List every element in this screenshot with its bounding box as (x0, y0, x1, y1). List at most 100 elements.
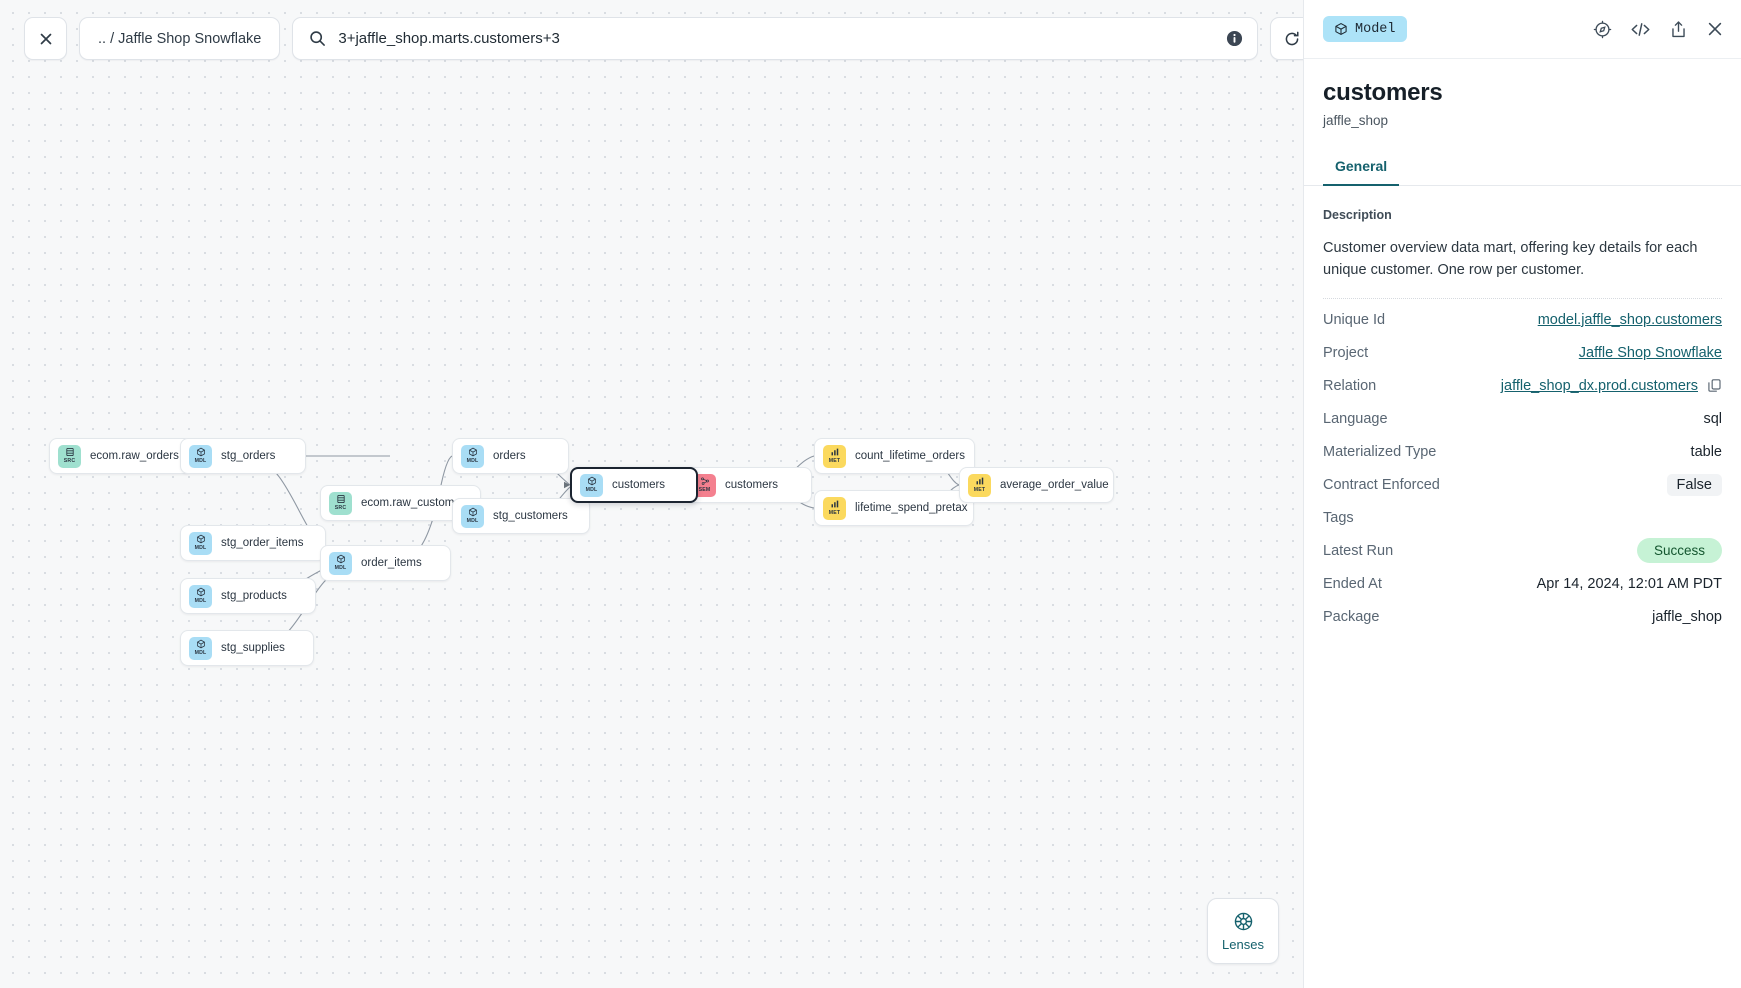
search-info-button[interactable] (1226, 30, 1243, 47)
property-link[interactable]: jaffle_shop_dx.prod.customers (1500, 377, 1698, 394)
panel-subtitle: jaffle_shop (1323, 113, 1389, 128)
lineage-node-customers_model[interactable]: MDL customers (570, 467, 698, 503)
property-value-wrap: jaffle_shop (1652, 609, 1722, 625)
property-key: Contract Enforced (1323, 476, 1440, 493)
panel-actions (1593, 20, 1724, 39)
lineage-node-label: average_order_value (1000, 479, 1109, 491)
src-badge-icon: SRC (329, 491, 352, 515)
lineage-node-customers_semantic[interactable]: SEM customers (684, 467, 812, 503)
breadcrumb[interactable]: .. / Jaffle Shop Snowflake (79, 17, 281, 60)
property-row: Contract Enforced False (1323, 468, 1722, 501)
lineage-node-average_order_value[interactable]: MET average_order_value (959, 467, 1114, 503)
property-row: Project Jaffle Shop Snowflake (1323, 336, 1722, 369)
share-icon[interactable] (1669, 20, 1688, 39)
src-badge-icon: SRC (58, 444, 81, 468)
aperture-icon (1234, 912, 1252, 930)
lineage-node-label: order_items (361, 557, 422, 569)
mdl-badge-icon: MDL (329, 551, 352, 575)
explore-icon[interactable] (1593, 20, 1612, 39)
property-value-wrap: False (1666, 473, 1722, 496)
search-input[interactable] (338, 30, 1215, 47)
property-key: Ended At (1323, 575, 1382, 592)
panel-body: Description Customer overview data mart,… (1304, 186, 1741, 633)
cube-icon (1335, 23, 1347, 35)
property-key: Tags (1323, 509, 1354, 526)
property-row: Unique Id model.jaffle_shop.customers (1323, 303, 1722, 336)
lineage-node-label: stg_customers (493, 510, 568, 522)
close-lineage-button[interactable] (24, 17, 67, 60)
panel-toolbar: Model (1304, 0, 1741, 59)
lineage-node-label: stg_orders (221, 450, 276, 462)
node-type-badge[interactable]: Model (1323, 16, 1407, 42)
property-value-wrap: sql (1703, 411, 1722, 427)
lineage-node-label: count_lifetime_orders (855, 450, 965, 462)
property-value-wrap: Jaffle Shop Snowflake (1579, 345, 1722, 361)
lineage-node-label: stg_order_items (221, 537, 304, 549)
description-label: Description (1323, 208, 1392, 222)
property-value-wrap: Apr 14, 2024, 12:01 AM PDT (1537, 576, 1722, 592)
lineage-node-label: stg_supplies (221, 642, 285, 654)
property-link[interactable]: model.jaffle_shop.customers (1537, 311, 1722, 328)
property-key: Unique Id (1323, 311, 1386, 328)
property-key: Package (1323, 608, 1380, 625)
property-row: Tags (1323, 501, 1722, 534)
description-text: Customer overview data mart, offering ke… (1323, 240, 1698, 279)
panel-tabs: General (1304, 158, 1741, 186)
mdl-badge-icon: MDL (461, 504, 484, 528)
close-icon (40, 33, 51, 44)
property-value: sql (1703, 410, 1722, 427)
property-row: Ended At Apr 14, 2024, 12:01 AM PDT (1323, 567, 1722, 600)
lineage-node-count_lifetime_orders[interactable]: MET count_lifetime_orders (814, 438, 975, 474)
lineage-node-orders[interactable]: MDL orders (452, 438, 569, 474)
close-icon[interactable] (1706, 20, 1724, 38)
mdl-badge-icon: MDL (580, 473, 603, 497)
lineage-node-order_items[interactable]: MDL order_items (320, 545, 451, 581)
lineage-node-stg_customers[interactable]: MDL stg_customers (452, 498, 590, 534)
property-value: Apr 14, 2024, 12:01 AM PDT (1536, 575, 1722, 592)
section-divider (1323, 298, 1722, 300)
property-key: Project (1323, 344, 1369, 361)
lineage-search[interactable] (292, 17, 1259, 60)
lineage-node-stg_supplies[interactable]: MDL stg_supplies (180, 630, 314, 666)
property-value-wrap: Success (1636, 538, 1722, 564)
node-type-label: Model (1355, 21, 1396, 37)
refresh-button[interactable] (1270, 17, 1303, 60)
tab-general[interactable]: General (1323, 158, 1400, 186)
property-value-wrap: table (1691, 444, 1722, 460)
lineage-node-label: orders (493, 450, 526, 462)
mdl-badge-icon: MDL (189, 636, 212, 660)
lineage-node-label: customers (725, 479, 779, 491)
mdl-badge-icon: MDL (461, 444, 484, 468)
sem-badge-icon: SEM (693, 473, 716, 497)
met-badge-icon: MET (968, 473, 991, 497)
value-chip: False (1666, 473, 1722, 496)
lenses-label: Lenses (1222, 936, 1264, 952)
met-badge-icon: MET (823, 496, 846, 520)
refresh-icon (1285, 31, 1299, 45)
property-link[interactable]: Jaffle Shop Snowflake (1578, 344, 1722, 361)
property-row: Package jaffle_shop (1323, 600, 1722, 633)
panel-header: customers jaffle_shop (1304, 59, 1741, 128)
property-value-wrap: model.jaffle_shop.customers (1538, 312, 1722, 328)
copy-icon[interactable] (1707, 378, 1722, 393)
property-key: Language (1323, 410, 1388, 427)
lineage-node-label: lifetime_spend_pretax (855, 502, 968, 514)
status-badge: Success (1636, 538, 1722, 564)
code-icon[interactable] (1630, 20, 1651, 39)
lineage-node-lifetime_spend_pretax[interactable]: MET lifetime_spend_pretax (814, 490, 974, 526)
lineage-node-label: customers (612, 479, 666, 491)
mdl-badge-icon: MDL (189, 584, 212, 608)
met-badge-icon: MET (823, 444, 846, 468)
lenses-button[interactable]: Lenses (1207, 898, 1279, 964)
